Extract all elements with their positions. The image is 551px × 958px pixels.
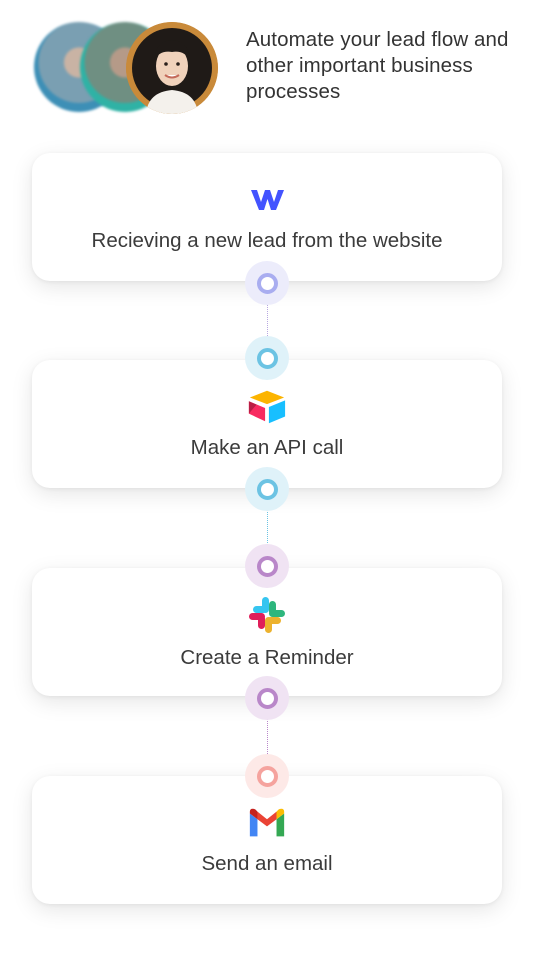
flow-node-out <box>245 676 289 720</box>
step-label: Create a Reminder <box>180 646 354 669</box>
avatar-group <box>34 22 224 118</box>
flow-connector <box>267 714 268 760</box>
intro-text: Automate your lead flow and other import… <box>246 28 509 103</box>
flow-node-out <box>245 261 289 305</box>
airtable-icon <box>247 388 287 426</box>
slack-icon <box>247 596 287 634</box>
person-photo-icon <box>126 22 218 114</box>
flow-connector <box>267 505 268 551</box>
gmail-icon <box>247 804 287 842</box>
step-card-airtable[interactable]: Make an API call <box>32 360 502 488</box>
step-card-slack[interactable]: Create a Reminder <box>32 568 502 696</box>
flow-node-out <box>245 467 289 511</box>
step-label: Make an API call <box>190 436 344 459</box>
step-label: Recieving a new lead from the website <box>91 229 443 252</box>
flow-node-in <box>245 544 289 588</box>
flow-node-in <box>245 754 289 798</box>
flow-connector <box>267 300 268 346</box>
flow-node-in <box>245 336 289 380</box>
webflow-icon <box>247 181 287 219</box>
step-card-webflow[interactable]: Recieving a new lead from the website <box>32 153 502 281</box>
avatar <box>126 22 218 114</box>
step-label: Send an email <box>201 852 333 875</box>
